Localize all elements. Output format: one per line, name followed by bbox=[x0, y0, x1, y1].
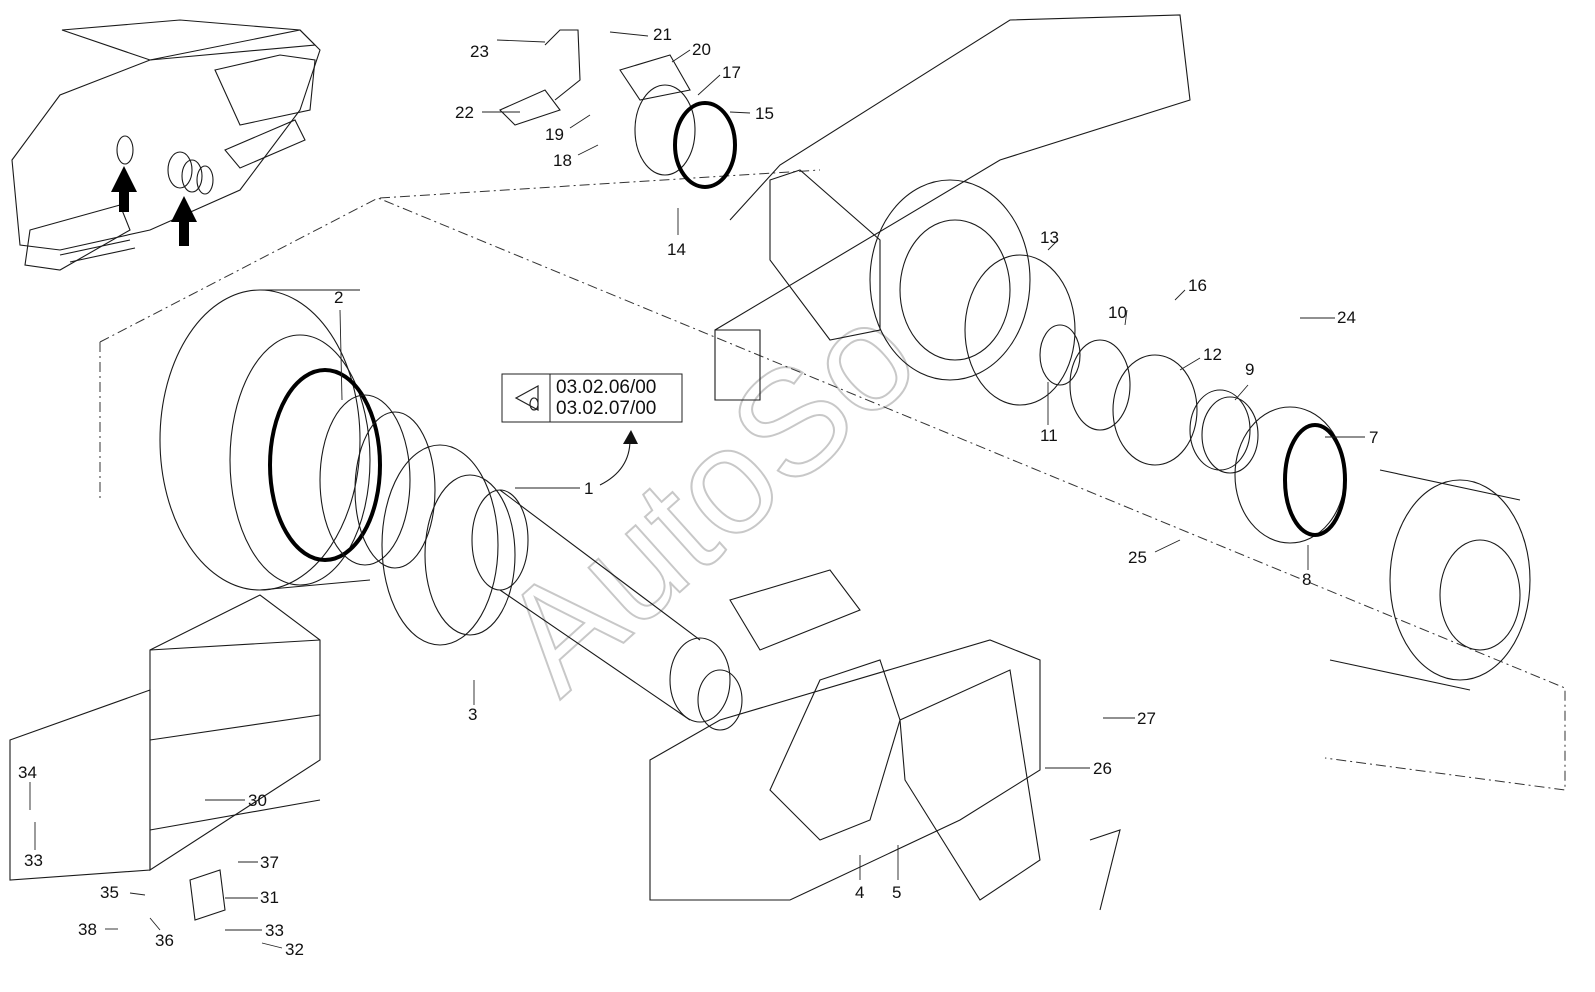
callout-2: 2 bbox=[334, 288, 343, 307]
watermark-text: AutoSo bbox=[469, 270, 947, 724]
callout-7: 7 bbox=[1369, 428, 1378, 447]
assembly-boundary bbox=[99, 169, 1566, 791]
wheel-hub bbox=[159, 289, 743, 731]
callout-26: 26 bbox=[1093, 759, 1112, 778]
callout-3: 3 bbox=[468, 705, 477, 724]
callout-20: 20 bbox=[692, 40, 711, 59]
machine-frame bbox=[649, 14, 1191, 911]
leader-lines bbox=[29, 31, 1365, 949]
reference-arrow-icon bbox=[599, 439, 631, 486]
callout-5: 5 bbox=[892, 883, 901, 902]
cover-assembly bbox=[499, 29, 737, 189]
reference-box: 03.02.06/00 03.02.07/00 bbox=[501, 373, 683, 423]
callout-9: 9 bbox=[1245, 360, 1254, 379]
callout-11: 11 bbox=[1040, 426, 1058, 445]
callout-19: 19 bbox=[545, 125, 564, 144]
callout-30: 30 bbox=[248, 791, 267, 810]
upward-arrow-icon bbox=[171, 196, 197, 246]
callout-35: 35 bbox=[100, 883, 119, 902]
bearing-assembly bbox=[869, 179, 1531, 691]
callout-32: 32 bbox=[285, 940, 304, 959]
callout-37: 37 bbox=[260, 853, 279, 872]
callout-14: 14 bbox=[667, 240, 686, 259]
callout-10: 10 bbox=[1108, 303, 1127, 322]
callout-34: 34 bbox=[18, 763, 37, 782]
access-steps bbox=[9, 594, 321, 921]
callout-23: 23 bbox=[470, 42, 489, 61]
view-eye-icon bbox=[514, 384, 539, 412]
callout-36: 36 bbox=[155, 931, 174, 950]
callout-25: 25 bbox=[1128, 548, 1147, 567]
reference-line-2: 03.02.07/00 bbox=[556, 398, 656, 419]
callout-33-lower: 33 bbox=[265, 921, 284, 940]
watermark: AutoSo bbox=[468, 269, 948, 725]
callout-12: 12 bbox=[1203, 345, 1222, 364]
callout-1: 1 bbox=[584, 479, 593, 498]
machine-overview-inset bbox=[11, 19, 321, 271]
callout-22: 22 bbox=[455, 103, 474, 122]
callout-16: 16 bbox=[1188, 276, 1207, 295]
callout-labels: 23 21 20 17 22 19 15 18 14 13 16 24 10 1… bbox=[18, 25, 1378, 959]
callout-4: 4 bbox=[855, 883, 864, 902]
callout-13: 13 bbox=[1040, 228, 1059, 247]
callout-27: 27 bbox=[1137, 709, 1156, 728]
reference-arrowhead-icon bbox=[623, 430, 638, 444]
callout-17: 17 bbox=[722, 63, 741, 82]
callout-33-upper: 33 bbox=[24, 851, 43, 870]
callout-38: 38 bbox=[78, 920, 97, 939]
callout-15: 15 bbox=[755, 104, 774, 123]
callout-8: 8 bbox=[1302, 570, 1311, 589]
callout-24: 24 bbox=[1337, 308, 1356, 327]
reference-line-1: 03.02.06/00 bbox=[556, 377, 656, 398]
upward-arrow-icon bbox=[111, 166, 137, 212]
callout-21: 21 bbox=[653, 25, 672, 44]
callout-18: 18 bbox=[553, 151, 572, 170]
callout-31: 31 bbox=[260, 888, 279, 907]
